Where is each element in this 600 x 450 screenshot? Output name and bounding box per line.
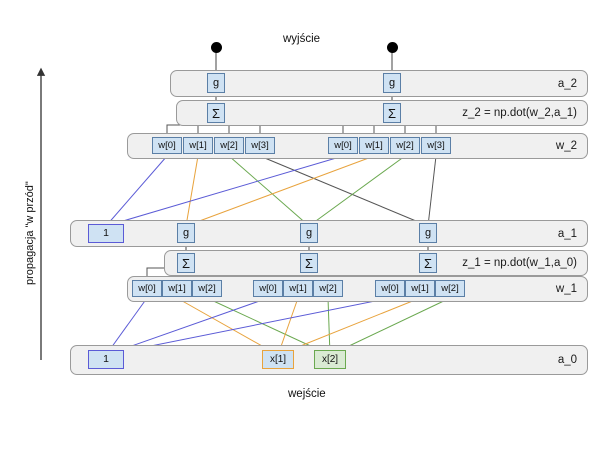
layer-label-a0: a_0 [557,354,577,366]
layer-band-z1: z_1 = np.dot(w_1,a_0) [164,250,588,276]
weight-label: w[0] [158,139,176,151]
weight-label: w[3] [427,139,445,151]
activation-node-a1-1[interactable]: g [300,223,318,243]
input-label: x[1] [269,353,287,365]
input-caption: wejście [288,388,326,400]
output-dot-0 [211,42,222,53]
weight-node-w2-g1-3[interactable]: w[3] [245,137,275,154]
node-label: g [212,76,220,89]
layer-label-a2: a_2 [557,77,577,90]
output-caption: wyjście [283,33,321,45]
weight-label: w[1] [411,282,429,294]
weight-label: w[1] [365,139,383,151]
weight-node-w1-g3-2[interactable]: w[2] [435,280,465,297]
weight-node-w2-g2-0[interactable]: w[0] [328,137,358,154]
weight-node-w2-g2-2[interactable]: w[2] [390,137,420,154]
weight-node-w1-g3-1[interactable]: w[1] [405,280,435,297]
sum-node-z2-1[interactable]: Σ [383,103,401,123]
weight-node-w1-g1-1[interactable]: w[1] [162,280,192,297]
weight-node-w1-g1-2[interactable]: w[2] [192,280,222,297]
node-label: Σ [387,105,397,121]
sum-node-z1-0[interactable]: Σ [177,253,195,273]
node-label: g [182,226,190,239]
weight-label: w[2] [198,282,216,294]
weight-node-w2-g2-3[interactable]: w[3] [421,137,451,154]
activation-node-a1-2[interactable]: g [419,223,437,243]
layer-label-z2: z_2 = np.dot(w_2,a_1) [462,107,577,119]
sum-node-z1-1[interactable]: Σ [300,253,318,273]
weight-label: w[2] [220,139,238,151]
weight-label: w[3] [251,139,269,151]
weight-label: w[0] [138,282,156,294]
bias-node-a0[interactable]: 1 [88,350,124,369]
weight-node-w1-g2-0[interactable]: w[0] [253,280,283,297]
weight-node-w2-g1-2[interactable]: w[2] [214,137,244,154]
node-label: g [424,226,432,239]
sum-node-z1-2[interactable]: Σ [419,253,437,273]
weight-node-w1-g3-0[interactable]: w[0] [375,280,405,297]
propagation-label: propagacja "w przód" [24,181,36,285]
output-dot-1 [387,42,398,53]
weight-node-w2-g2-1[interactable]: w[1] [359,137,389,154]
node-label: Σ [181,255,191,271]
weight-node-w2-g1-0[interactable]: w[0] [152,137,182,154]
weight-label: w[1] [289,282,307,294]
weight-node-w1-g1-0[interactable]: w[0] [132,280,162,297]
weight-node-w1-g2-1[interactable]: w[1] [283,280,313,297]
layer-band-a2: a_2 [170,70,588,97]
layer-band-a1: a_1 [70,220,588,247]
node-label: Σ [304,255,314,271]
activation-node-a1-0[interactable]: g [177,223,195,243]
sum-node-z2-0[interactable]: Σ [207,103,225,123]
node-label: g [388,76,396,89]
weight-label: w[0] [381,282,399,294]
input-label: x[2] [321,353,339,365]
weight-label: w[1] [189,139,207,151]
activation-node-a2-0[interactable]: g [207,73,225,93]
bias-label: 1 [103,227,109,240]
weight-label: w[1] [168,282,186,294]
bias-node-a1[interactable]: 1 [88,224,124,243]
layer-label-w2: w_2 [555,140,577,152]
weight-label: w[0] [259,282,277,294]
node-label: g [305,226,313,239]
weight-label: w[2] [441,282,459,294]
input-node-x2[interactable]: x[2] [314,350,346,369]
layer-label-w1: w_1 [555,283,577,295]
layer-band-z2: z_2 = np.dot(w_2,a_1) [176,100,588,126]
weight-label: w[2] [319,282,337,294]
node-label: Σ [211,105,221,121]
input-node-x1[interactable]: x[1] [262,350,294,369]
weight-node-w1-g2-2[interactable]: w[2] [313,280,343,297]
node-label: Σ [423,255,433,271]
weight-label: w[2] [396,139,414,151]
layer-label-z1: z_1 = np.dot(w_1,a_0) [462,257,577,269]
bias-label: 1 [103,353,109,366]
activation-node-a2-1[interactable]: g [383,73,401,93]
weight-node-w2-g1-1[interactable]: w[1] [183,137,213,154]
weight-label: w[0] [334,139,352,151]
layer-label-a1: a_1 [557,227,577,240]
